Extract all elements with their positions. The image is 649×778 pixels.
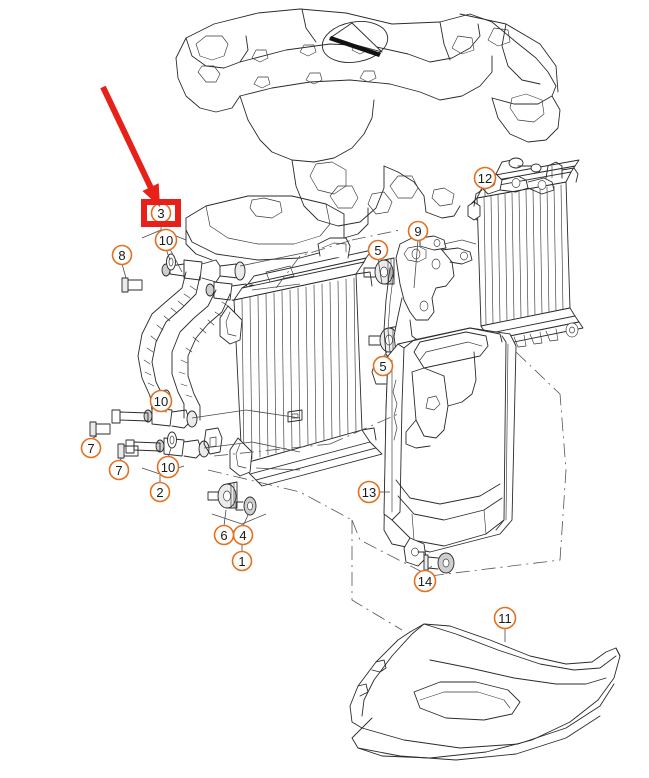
pointer-arrow-shaft bbox=[100, 85, 155, 193]
direction-of-travel-symbol bbox=[321, 21, 389, 63]
front-subframe-assembly bbox=[175, 8, 561, 261]
callout-number: 10 bbox=[154, 394, 168, 409]
radiator-bolt-item4 bbox=[235, 496, 257, 516]
callout-number: 13 bbox=[362, 485, 376, 500]
callout-ring bbox=[149, 389, 173, 413]
callout-rubber-bush[interactable]: 6 bbox=[213, 524, 235, 546]
callout-ring bbox=[407, 220, 429, 242]
callout-o-ring-mid[interactable]: 10 bbox=[149, 389, 173, 413]
callout-bolt[interactable]: 4 bbox=[232, 524, 254, 546]
callout-number: 2 bbox=[156, 485, 163, 500]
condenser-fins bbox=[483, 184, 564, 325]
callout-ring bbox=[154, 228, 178, 252]
callout-number: 10 bbox=[161, 460, 175, 475]
callout-ring bbox=[493, 606, 517, 630]
callout-number: 12 bbox=[478, 171, 492, 186]
callout-ring bbox=[372, 355, 394, 377]
callout-lower-air-guide-trim[interactable]: 11 bbox=[493, 606, 517, 630]
callout-o-ring-lower[interactable]: 10 bbox=[156, 455, 180, 479]
callout-number: 1 bbox=[238, 554, 245, 569]
callout-number: 11 bbox=[498, 611, 512, 626]
callout-coolant-hose-lower[interactable]: 2 bbox=[149, 481, 171, 503]
callout-ring bbox=[357, 480, 381, 504]
callout-ring bbox=[213, 524, 235, 546]
callout-ring bbox=[231, 550, 253, 572]
shroud-fixing-screw bbox=[417, 551, 455, 574]
callout-o-ring-upper[interactable]: 10 bbox=[154, 228, 178, 252]
callout-hex-bolt-upper[interactable]: 8 bbox=[111, 244, 133, 266]
rubber-bush-item6 bbox=[207, 481, 238, 509]
callout-number: 7 bbox=[115, 463, 122, 478]
callout-hex-bolt-left[interactable]: 7 bbox=[80, 437, 102, 459]
callout-number: 5 bbox=[379, 359, 386, 374]
callout-number: 5 bbox=[374, 243, 381, 258]
callout-ring bbox=[413, 569, 437, 593]
callout-condenser-mounting-bracket[interactable]: 9 bbox=[407, 220, 429, 242]
callout-ring bbox=[108, 459, 130, 481]
highlight-box bbox=[141, 199, 181, 227]
callout-radiator[interactable]: 1 bbox=[231, 550, 253, 572]
callout-number: 4 bbox=[239, 528, 246, 543]
callout-shroud-fixing-screw[interactable]: 14 bbox=[413, 569, 437, 593]
callout-number: 6 bbox=[220, 528, 227, 543]
callout-number: 7 bbox=[87, 441, 94, 456]
red-annotation-overlay bbox=[100, 85, 181, 227]
callout-number: 9 bbox=[414, 224, 421, 239]
callout-ring bbox=[111, 244, 133, 266]
callout-rubber-mount-bush-upper[interactable]: 5 bbox=[367, 239, 389, 261]
radiator-fins bbox=[241, 277, 357, 462]
lower-air-guide-trim bbox=[349, 623, 621, 761]
hose-b-texture bbox=[178, 301, 229, 398]
hose-a-texture bbox=[143, 285, 197, 397]
callout-ring bbox=[473, 166, 497, 190]
callout-fan-shroud-air-duct[interactable]: 13 bbox=[357, 480, 381, 504]
air-conditioning-refrigerant-hoses bbox=[89, 253, 258, 459]
callout-number: 14 bbox=[418, 574, 432, 589]
callout-ring bbox=[156, 455, 180, 479]
callout-ring bbox=[80, 437, 102, 459]
radiator-core bbox=[203, 237, 383, 487]
callout-hex-bolt-lower[interactable]: 7 bbox=[108, 459, 130, 481]
callout-air-conditioning-condenser[interactable]: 12 bbox=[473, 166, 497, 190]
callout-number: 3 bbox=[157, 206, 164, 221]
callout-rubber-mount-bush-lower[interactable]: 5 bbox=[372, 355, 394, 377]
callout-coolant-hose-upper[interactable]: 3 bbox=[150, 202, 172, 224]
callout-number: 10 bbox=[159, 233, 173, 248]
phantom-assembly-lines bbox=[191, 229, 567, 631]
callout-number: 8 bbox=[118, 248, 125, 263]
callout-ring bbox=[367, 239, 389, 261]
fan-shroud-air-duct bbox=[371, 327, 517, 567]
callout-ring bbox=[149, 481, 171, 503]
